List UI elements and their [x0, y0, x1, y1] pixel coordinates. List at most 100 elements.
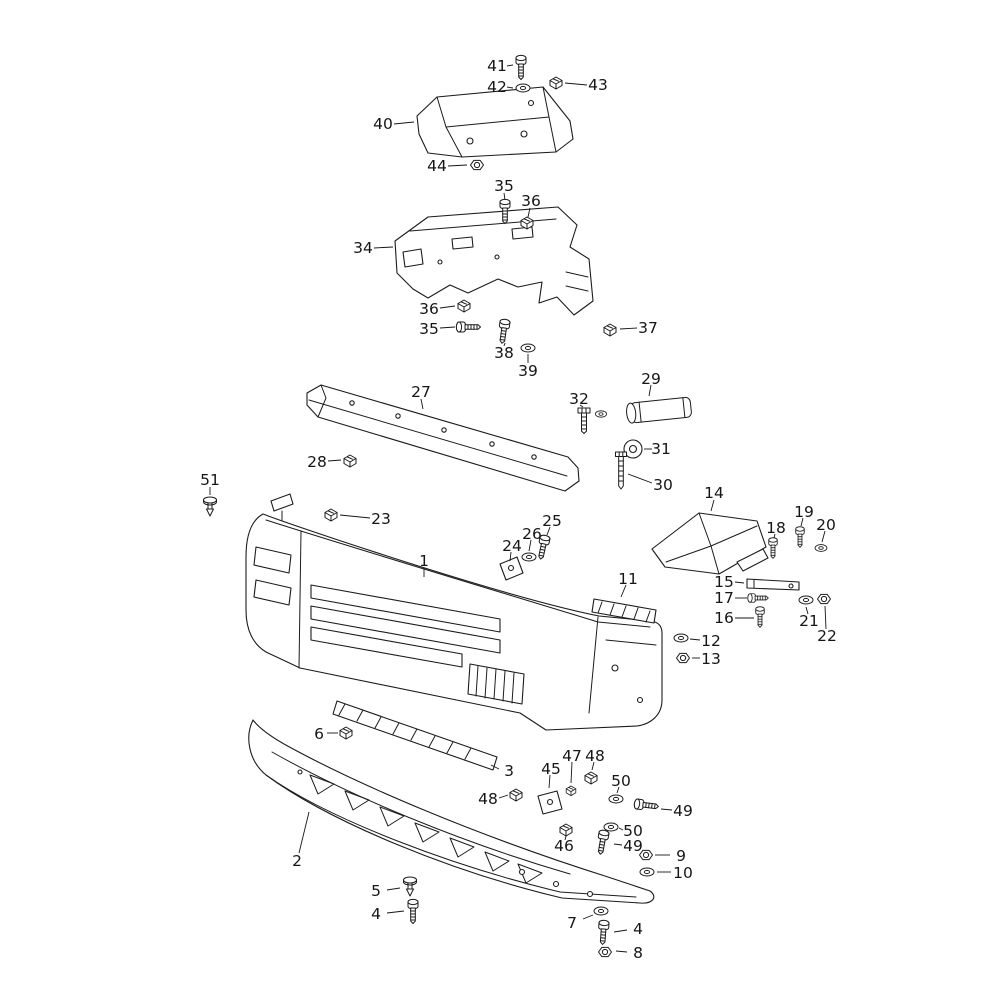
- clip-icon: [559, 823, 573, 837]
- leader-line: [564, 82, 588, 86]
- leader-line: [615, 950, 628, 953]
- part-label: 6: [314, 725, 324, 743]
- leader-line: [710, 499, 715, 512]
- leader-line: [420, 398, 424, 410]
- part-label: 49: [673, 802, 693, 820]
- cover-panel-part: [394, 206, 594, 316]
- part-label: 16: [714, 609, 734, 627]
- bolt-icon: [615, 451, 627, 490]
- clip-icon: [339, 726, 353, 740]
- part-label: 35: [419, 320, 439, 338]
- small-bracket-part: [537, 790, 563, 815]
- screw-icon: [515, 54, 527, 80]
- mount-bracket-part: [746, 578, 800, 591]
- leader-line: [591, 761, 595, 771]
- leader-line: [528, 539, 532, 552]
- part-label: 48: [478, 790, 498, 808]
- spoiler-part: [248, 719, 655, 904]
- leader-line: [527, 207, 531, 218]
- part-label: 31: [651, 440, 671, 458]
- leader-line: [503, 192, 506, 201]
- part-label: 13: [701, 650, 721, 668]
- leader-line: [506, 64, 514, 67]
- ribbed-strip-part: [332, 700, 498, 771]
- leader-line: [386, 910, 405, 914]
- nut-icon: [676, 652, 690, 664]
- part-label: 4: [633, 920, 643, 938]
- part-label: 26: [522, 525, 542, 543]
- leader-line: [613, 929, 628, 933]
- leader-line: [619, 327, 638, 330]
- part-label: 9: [676, 847, 686, 865]
- screw-icon: [597, 919, 610, 946]
- plug-icon: [403, 876, 417, 897]
- part-label: 39: [518, 362, 538, 380]
- leader-line: [616, 786, 620, 794]
- part-label: 51: [200, 471, 220, 489]
- part-label: 19: [794, 503, 814, 521]
- screw-icon: [633, 798, 660, 813]
- leader-line: [620, 584, 627, 598]
- bumper-cover-part: [245, 493, 663, 731]
- leader-line: [805, 606, 809, 615]
- screw-icon: [768, 537, 778, 559]
- part-label: 50: [623, 822, 643, 840]
- part-label: 40: [373, 115, 393, 133]
- washer-icon: [521, 552, 537, 562]
- part-label: 2: [292, 852, 302, 870]
- leader-line: [579, 404, 584, 408]
- part-label: 14: [704, 484, 724, 502]
- screw-icon: [747, 593, 769, 603]
- screw-icon: [407, 898, 419, 924]
- part-label: 23: [371, 510, 391, 528]
- part-label: 3: [504, 762, 514, 780]
- leader-line: [582, 914, 594, 920]
- part-label: 22: [817, 627, 837, 645]
- washer-icon: [608, 794, 624, 804]
- leader-line: [618, 827, 624, 831]
- part-label: 38: [494, 344, 514, 362]
- screw-icon: [455, 321, 481, 333]
- part-label: 24: [502, 537, 522, 555]
- clip-icon: [324, 508, 338, 522]
- leader-line: [298, 811, 310, 854]
- leader-line: [447, 164, 468, 167]
- leader-line: [570, 761, 573, 784]
- leader-line: [613, 843, 623, 846]
- clip-icon: [509, 788, 523, 802]
- part-label: 4: [371, 905, 381, 923]
- washer-icon: [673, 633, 689, 643]
- part-label: 30: [653, 476, 673, 494]
- leader-line: [548, 774, 551, 789]
- part-label: 21: [799, 612, 819, 630]
- part-label: 11: [618, 570, 638, 588]
- part-label: 32: [569, 390, 589, 408]
- washer-icon: [520, 343, 536, 353]
- leader-line: [327, 459, 342, 462]
- clip-icon: [457, 299, 471, 313]
- leader-line: [824, 605, 827, 630]
- leader-line: [564, 835, 567, 841]
- screw-icon: [594, 829, 610, 856]
- leader-line: [546, 526, 551, 536]
- impact-bar-part: [306, 384, 580, 492]
- part-label: 36: [521, 192, 541, 210]
- part-label: 34: [353, 239, 373, 257]
- screw-icon: [755, 606, 765, 628]
- part-label: 17: [714, 589, 734, 607]
- washer-icon: [595, 410, 607, 418]
- trim-strip-part: [591, 598, 657, 624]
- leader-line: [503, 342, 506, 347]
- leader-line: [660, 808, 673, 811]
- leader-line: [490, 764, 500, 770]
- leader-line: [821, 530, 826, 543]
- leader-line: [627, 473, 653, 484]
- clip-icon: [603, 323, 617, 337]
- leader-line: [509, 551, 512, 562]
- part-label: 36: [419, 300, 439, 318]
- clip-icon: [565, 785, 577, 796]
- leader-line: [689, 638, 701, 641]
- part-label: 48: [585, 747, 605, 765]
